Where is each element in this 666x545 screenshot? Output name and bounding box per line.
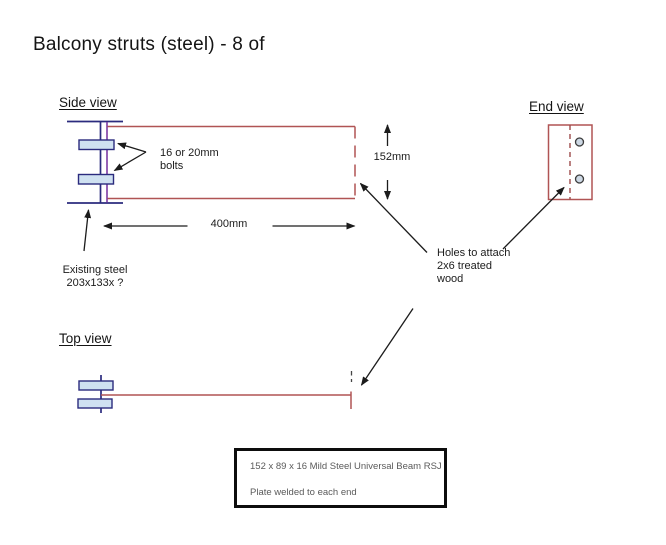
bolt-upper [78,139,115,151]
arrow-bolts-upper [117,142,147,153]
holes-note: Holes to attach 2x6 treated wood [437,247,511,285]
end-view-label: End view [529,99,584,114]
top-view-label: Top view [59,331,112,346]
attachment-hole-upper [574,137,585,147]
existing-steel-note: Existing steel 203x133x ? [62,264,128,289]
spec-box: 152 x 89 x 16 Mild Steel Universal Beam … [234,448,447,508]
bolt-lower [77,173,115,185]
attachment-hole-lower [574,174,585,184]
page-title: Balcony struts (steel) - 8 of [33,34,265,55]
annotation-arrows [83,124,565,386]
arrow-holes-to-side-view [359,182,428,253]
end-view-drawing [547,124,593,201]
arrow-existing-steel [83,209,92,252]
top-view-bolt-upper [78,380,114,391]
spec-plate-text: Plate welded to each end [250,487,357,498]
side-view-label: Side view [59,95,117,110]
bolts-note: 16 or 20mm bolts [160,147,219,172]
arrow-bolts-lower [113,151,147,172]
top-view-bolt-lower [77,398,113,409]
arrow-holes-to-end-view [502,186,565,250]
side-view-drawing [67,120,356,204]
arrow-holes-to-top-view [360,308,414,386]
spec-beam-text: 152 x 89 x 16 Mild Steel Universal Beam … [250,461,442,472]
height-dimension-label: 152mm [373,151,411,163]
top-view-drawing [77,371,353,413]
length-dimension-label: 400mm [210,218,248,230]
